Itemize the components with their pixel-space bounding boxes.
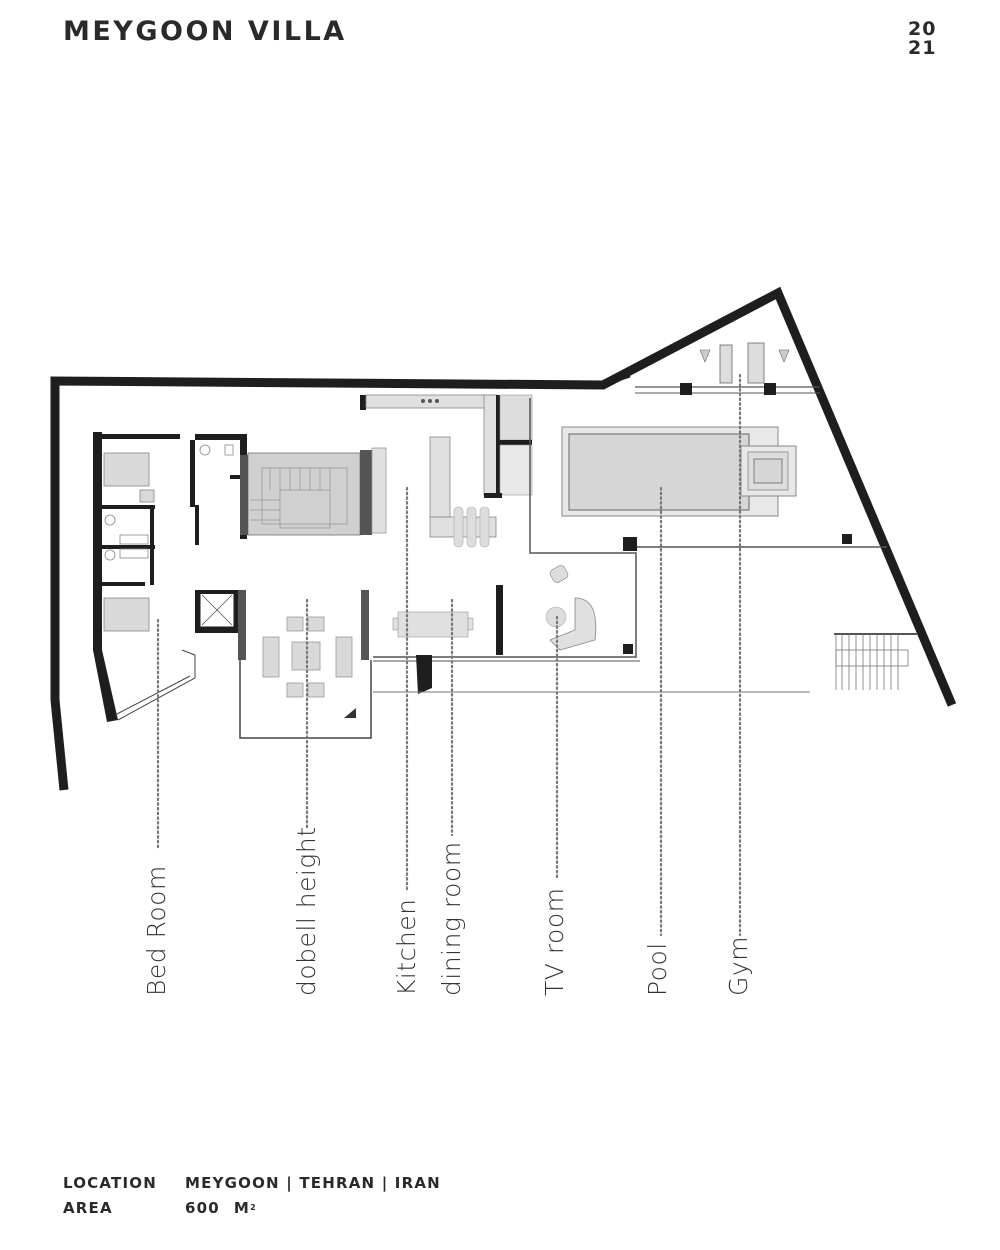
tv-room: [545, 537, 637, 654]
bathroom-fixtures: [104, 444, 234, 561]
kitchen: [365, 394, 533, 548]
room-label-dining: dining room: [437, 841, 466, 996]
room-label-gym: Gym: [724, 935, 753, 996]
location-key: LOCATION: [63, 1173, 157, 1192]
swimming-pool: [561, 426, 797, 517]
room-label-kitchen: Kitchen: [392, 898, 421, 996]
outer-wall: [50, 286, 957, 791]
project-info: LOCATION MEYGOON | TEHRAN | IRAN AREA 60…: [63, 1170, 441, 1220]
stair-core: [247, 452, 361, 536]
area-value: 600: [185, 1198, 220, 1217]
area-unit-sup: 2: [250, 1203, 257, 1212]
double-height-area: [238, 590, 372, 739]
project-title: MEYGOON VILLA: [63, 16, 347, 47]
year-top: 20: [908, 18, 937, 40]
area-unit: M: [233, 1198, 251, 1217]
year-bottom: 21: [908, 37, 937, 59]
dining-area: [392, 611, 474, 638]
room-label-pool: Pool: [643, 942, 672, 996]
exterior-stair: [834, 633, 918, 690]
room-label-bedroom: Bed Room: [142, 865, 171, 996]
leader-lines: [156, 373, 742, 937]
room-label-tv: TV room: [540, 887, 569, 997]
project-year: 20 21: [908, 20, 940, 58]
location-row: LOCATION MEYGOON | TEHRAN | IRAN: [63, 1170, 441, 1195]
elevator: [197, 590, 237, 630]
gym-area: [635, 342, 820, 395]
outer-wall-inner: [602, 374, 631, 387]
room-label-double-height: dobell height: [292, 826, 321, 996]
area-key: AREA: [63, 1198, 113, 1217]
location-value: MEYGOON | TEHRAN | IRAN: [185, 1173, 441, 1192]
bed: [103, 452, 155, 632]
